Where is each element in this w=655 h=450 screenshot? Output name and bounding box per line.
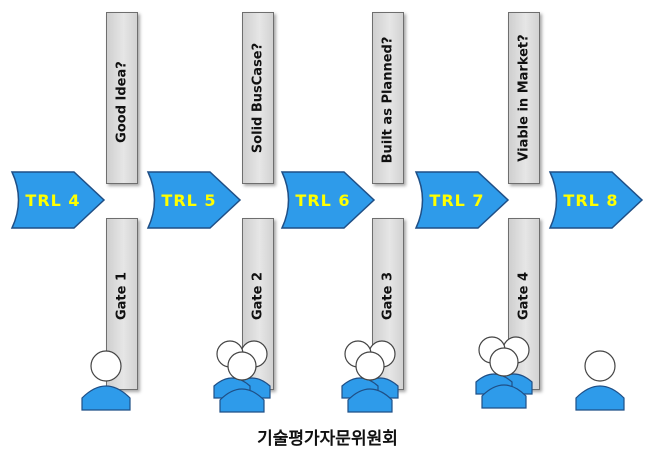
reviewer-group: [472, 330, 536, 414]
gate-question-bar: [508, 12, 540, 184]
person-icon: [575, 350, 625, 411]
diagram-caption: 기술평가자문위원회: [257, 429, 398, 449]
gate-name-label: Gate 2: [250, 271, 266, 321]
gate-name-label: Gate 4: [516, 271, 532, 321]
person-icon: [341, 340, 399, 413]
stage-label: TRL 6: [295, 190, 351, 210]
person-icon: [213, 340, 271, 413]
stage-arrow: TRL 8: [548, 168, 644, 232]
stage-arrow: TRL 4: [10, 168, 106, 232]
stage-label: TRL 7: [429, 190, 485, 210]
reviewer-group: [76, 340, 136, 416]
stage-label: TRL 5: [161, 190, 217, 210]
stage-arrow: TRL 7: [414, 168, 510, 232]
gate-question-bar: [242, 12, 274, 184]
person-icon: [81, 350, 131, 411]
reviewer-group: [210, 334, 274, 418]
gate-question-label: Viable in Market?: [516, 34, 532, 162]
stage-label: TRL 4: [25, 190, 81, 210]
gate-name-label: Gate 3: [380, 271, 396, 321]
gate-question-label: Built as Planned?: [380, 36, 396, 164]
gate-question-bar: [106, 12, 138, 184]
gate-question-bar: [372, 12, 404, 184]
person-icon: [475, 336, 533, 409]
gate-name-label: Gate 1: [114, 271, 130, 321]
gate-question-label: Solid BusCase?: [250, 42, 266, 154]
reviewer-group: [570, 340, 630, 416]
reviewer-group: [338, 334, 402, 418]
stage-arrow: TRL 5: [146, 168, 242, 232]
gate-question-label: Good Idea?: [114, 61, 130, 143]
stage-label: TRL 8: [563, 190, 619, 210]
stage-arrow: TRL 6: [280, 168, 376, 232]
